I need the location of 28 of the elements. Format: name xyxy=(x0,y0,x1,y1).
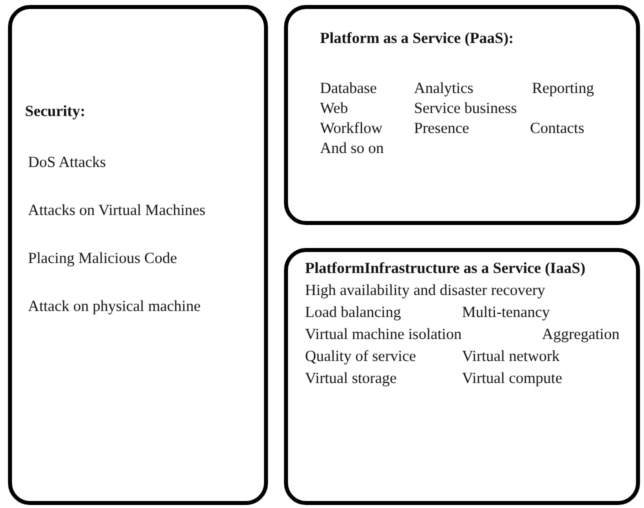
list-item: Multi-tenancy xyxy=(462,304,550,322)
rounded-panel xyxy=(8,5,268,505)
list-item: Attack on physical machine xyxy=(28,298,201,316)
list-item: Aggregation xyxy=(542,326,620,344)
list-item: Virtual network xyxy=(462,348,560,366)
list-item: Virtual machine isolation xyxy=(305,326,462,344)
list-item: Service business xyxy=(414,100,517,118)
list-item: Virtual storage xyxy=(305,370,397,388)
list-item: Virtual compute xyxy=(462,370,562,388)
list-item: Attacks on Virtual Machines xyxy=(28,202,206,220)
list-item: Web xyxy=(320,100,348,118)
list-item: Presence xyxy=(414,120,470,138)
section-heading: Platform as a Service (PaaS): xyxy=(320,30,514,48)
list-item: DoS Attacks xyxy=(28,154,106,172)
list-item: Contacts xyxy=(530,120,584,138)
list-item: Placing Malicious Code xyxy=(28,250,177,268)
section-heading: PlatformInfrastructure as a Service (IaaS) xyxy=(305,260,586,278)
list-item: Database xyxy=(320,80,377,98)
list-item: Workflow xyxy=(320,120,382,138)
list-item: And so on xyxy=(320,140,384,158)
section-heading: Security: xyxy=(25,103,86,121)
list-item: High availability and disaster recovery xyxy=(305,282,546,300)
list-item: Load balancing xyxy=(305,304,401,322)
rounded-panel xyxy=(284,248,640,505)
list-item: Quality of service xyxy=(305,348,416,366)
list-item: Analytics xyxy=(414,80,474,98)
rounded-panel xyxy=(284,5,640,225)
list-item: Reporting xyxy=(532,80,594,98)
